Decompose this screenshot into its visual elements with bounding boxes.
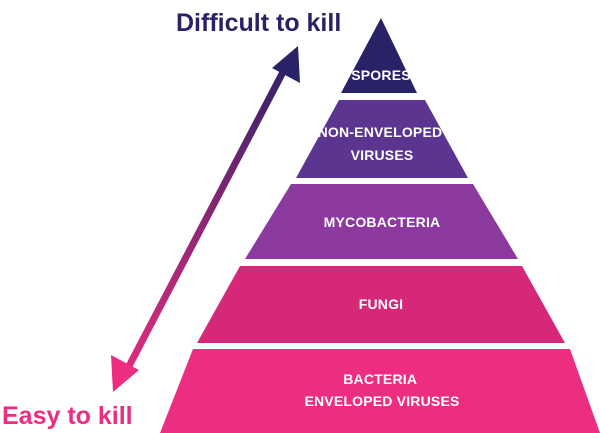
- tier-label-bacteria-enveloped-viruses: BACTERIA ENVELOPED VIRUSES: [304, 371, 459, 409]
- tier-label-line: VIRUSES: [351, 147, 414, 163]
- pyramid-tiers: SPORES NON-ENVELOPED VIRUSES MYCOBACTERI…: [160, 18, 600, 433]
- tier-non-enveloped-viruses: [296, 100, 468, 178]
- tier-label-line: ENVELOPED VIRUSES: [304, 393, 459, 409]
- arrow-shaft: [124, 70, 287, 370]
- tier-label-fungi: FUNGI: [359, 296, 404, 312]
- tier-mycobacteria: [245, 184, 518, 259]
- arrow-head-up-icon: [272, 46, 300, 83]
- tier-spores: [341, 18, 417, 93]
- difficulty-arrow: [111, 46, 300, 392]
- tier-label-spores: SPORES: [351, 67, 411, 83]
- easy-to-kill-label: Easy to kill: [2, 402, 133, 430]
- tier-fungi: [197, 266, 565, 343]
- tier-label-line: BACTERIA: [343, 371, 417, 387]
- tier-label-line: NON-ENVELOPED: [318, 124, 443, 140]
- tier-bacteria-enveloped-viruses: [160, 349, 600, 433]
- difficult-to-kill-label: Difficult to kill: [176, 9, 341, 37]
- tier-label-mycobacteria: MYCOBACTERIA: [324, 214, 441, 230]
- arrow-head-down-icon: [111, 355, 139, 392]
- tier-label-non-enveloped-viruses: NON-ENVELOPED VIRUSES: [318, 124, 447, 163]
